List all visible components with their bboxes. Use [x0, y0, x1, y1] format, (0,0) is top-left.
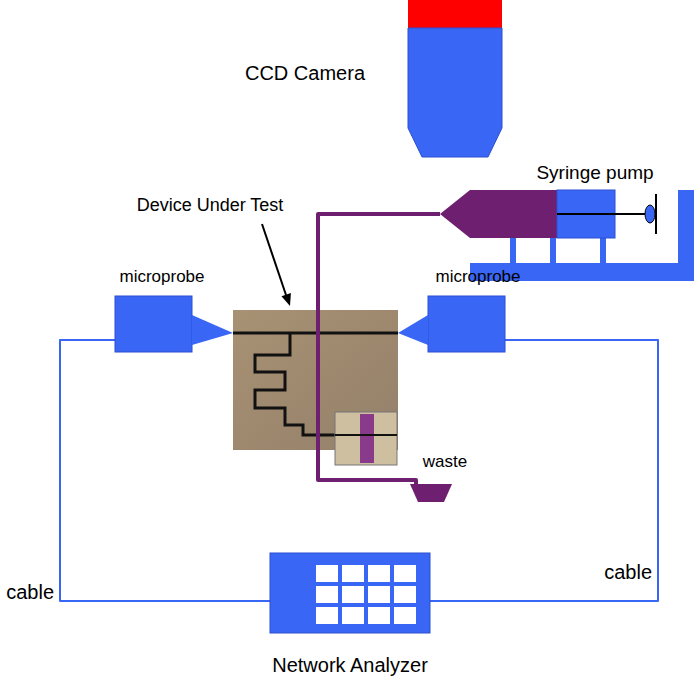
- ccd-camera-shape: [408, 0, 502, 157]
- device-under-test: Device Under Test: [233, 310, 398, 450]
- microprobe-shape: [115, 296, 233, 352]
- microprobe: microprobe: [115, 296, 233, 352]
- leader-arrowhead: [282, 293, 291, 306]
- node-label: CCD Camera: [245, 62, 365, 85]
- leader-line: [262, 224, 286, 295]
- edge-label: cable: [604, 561, 652, 584]
- ccd-camera: CCD Camera: [408, 0, 502, 157]
- node-label: Device Under Test: [137, 195, 284, 216]
- waste-container: waste: [410, 484, 452, 502]
- waste-container-shape: [410, 484, 452, 502]
- node-label: Syringe pump: [536, 162, 653, 184]
- microprobe-shape: [398, 296, 505, 352]
- network-analyzer-shape: [270, 553, 430, 633]
- network-analyzer: Network Analyzer: [270, 553, 430, 633]
- node-label: Network Analyzer: [272, 654, 428, 677]
- fluid-tube: [318, 214, 440, 310]
- microprobe: microprobe: [398, 296, 505, 352]
- node-label: microprobe: [119, 267, 204, 287]
- edge-label: cable: [6, 581, 54, 604]
- node-label: microprobe: [435, 267, 520, 287]
- device-under-test-shape: [233, 310, 398, 450]
- node-label: waste: [423, 452, 467, 472]
